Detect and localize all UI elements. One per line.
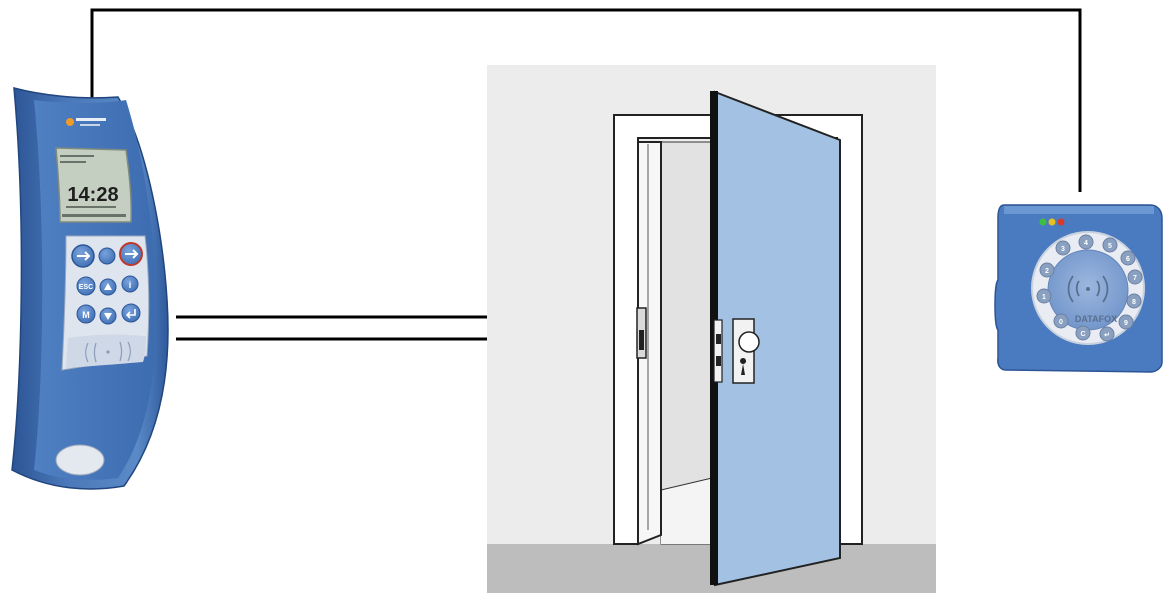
reader-key[interactable]: 3 [1056,241,1070,255]
menu-label: M [82,310,90,320]
info-button[interactable] [99,248,115,264]
esc-label: ESC [79,284,93,291]
svg-text:↵: ↵ [1104,332,1110,339]
reader-key[interactable]: 5 [1103,238,1117,252]
led-yellow [1049,219,1056,226]
svg-text:3: 3 [1061,246,1065,253]
datafox-reader: DATAFOX 4 5 6 7 8 9 3 2 1 0 C ↵ [995,205,1162,372]
svg-text:2: 2 [1045,268,1049,275]
led-red [1058,219,1065,226]
svg-text:9: 9 [1124,320,1128,327]
svg-text:0: 0 [1059,319,1063,326]
terminal-clock: 14:28 [67,184,118,206]
terminal-keypad: ESC i M [72,243,142,324]
enter-button[interactable] [122,304,140,322]
reader-key[interactable]: 2 [1040,263,1054,277]
status-leds [1040,219,1065,226]
reader-key[interactable]: 8 [1127,294,1141,308]
rfid-dot [1086,287,1090,291]
svg-text:1: 1 [1042,294,1046,301]
svg-text:4: 4 [1084,240,1088,247]
reader-key[interactable]: 6 [1121,251,1135,265]
svg-text:8: 8 [1132,299,1136,306]
reader-brand: DATAFOX [1075,314,1117,324]
terminal-bottom-badge [56,445,104,475]
reader-key[interactable]: 0 [1054,314,1068,328]
reader-key[interactable]: 7 [1128,270,1142,284]
svg-text:5: 5 [1108,243,1112,250]
door-knob [739,332,759,352]
reader-key[interactable]: C [1076,326,1090,340]
led-green [1040,219,1047,226]
reader-key[interactable]: 4 [1079,235,1093,249]
svg-text:7: 7 [1133,275,1137,282]
time-terminal: 14:28 ESC i M [12,88,168,489]
strike-slot [639,330,644,350]
door-scene [487,65,936,593]
svg-text:C: C [1080,331,1085,338]
reader-key[interactable]: 1 [1037,289,1051,303]
bolt [716,356,721,366]
terminal-screen: 14:28 [56,148,131,222]
latch [716,334,721,344]
reader-top-highlight [1004,206,1154,214]
info-key-icon: i [129,280,132,290]
lock-faceplate [714,320,722,382]
svg-text:6: 6 [1126,256,1130,263]
reader-key[interactable]: 9 [1119,315,1133,329]
reader-key[interactable]: ↵ [1100,327,1114,341]
